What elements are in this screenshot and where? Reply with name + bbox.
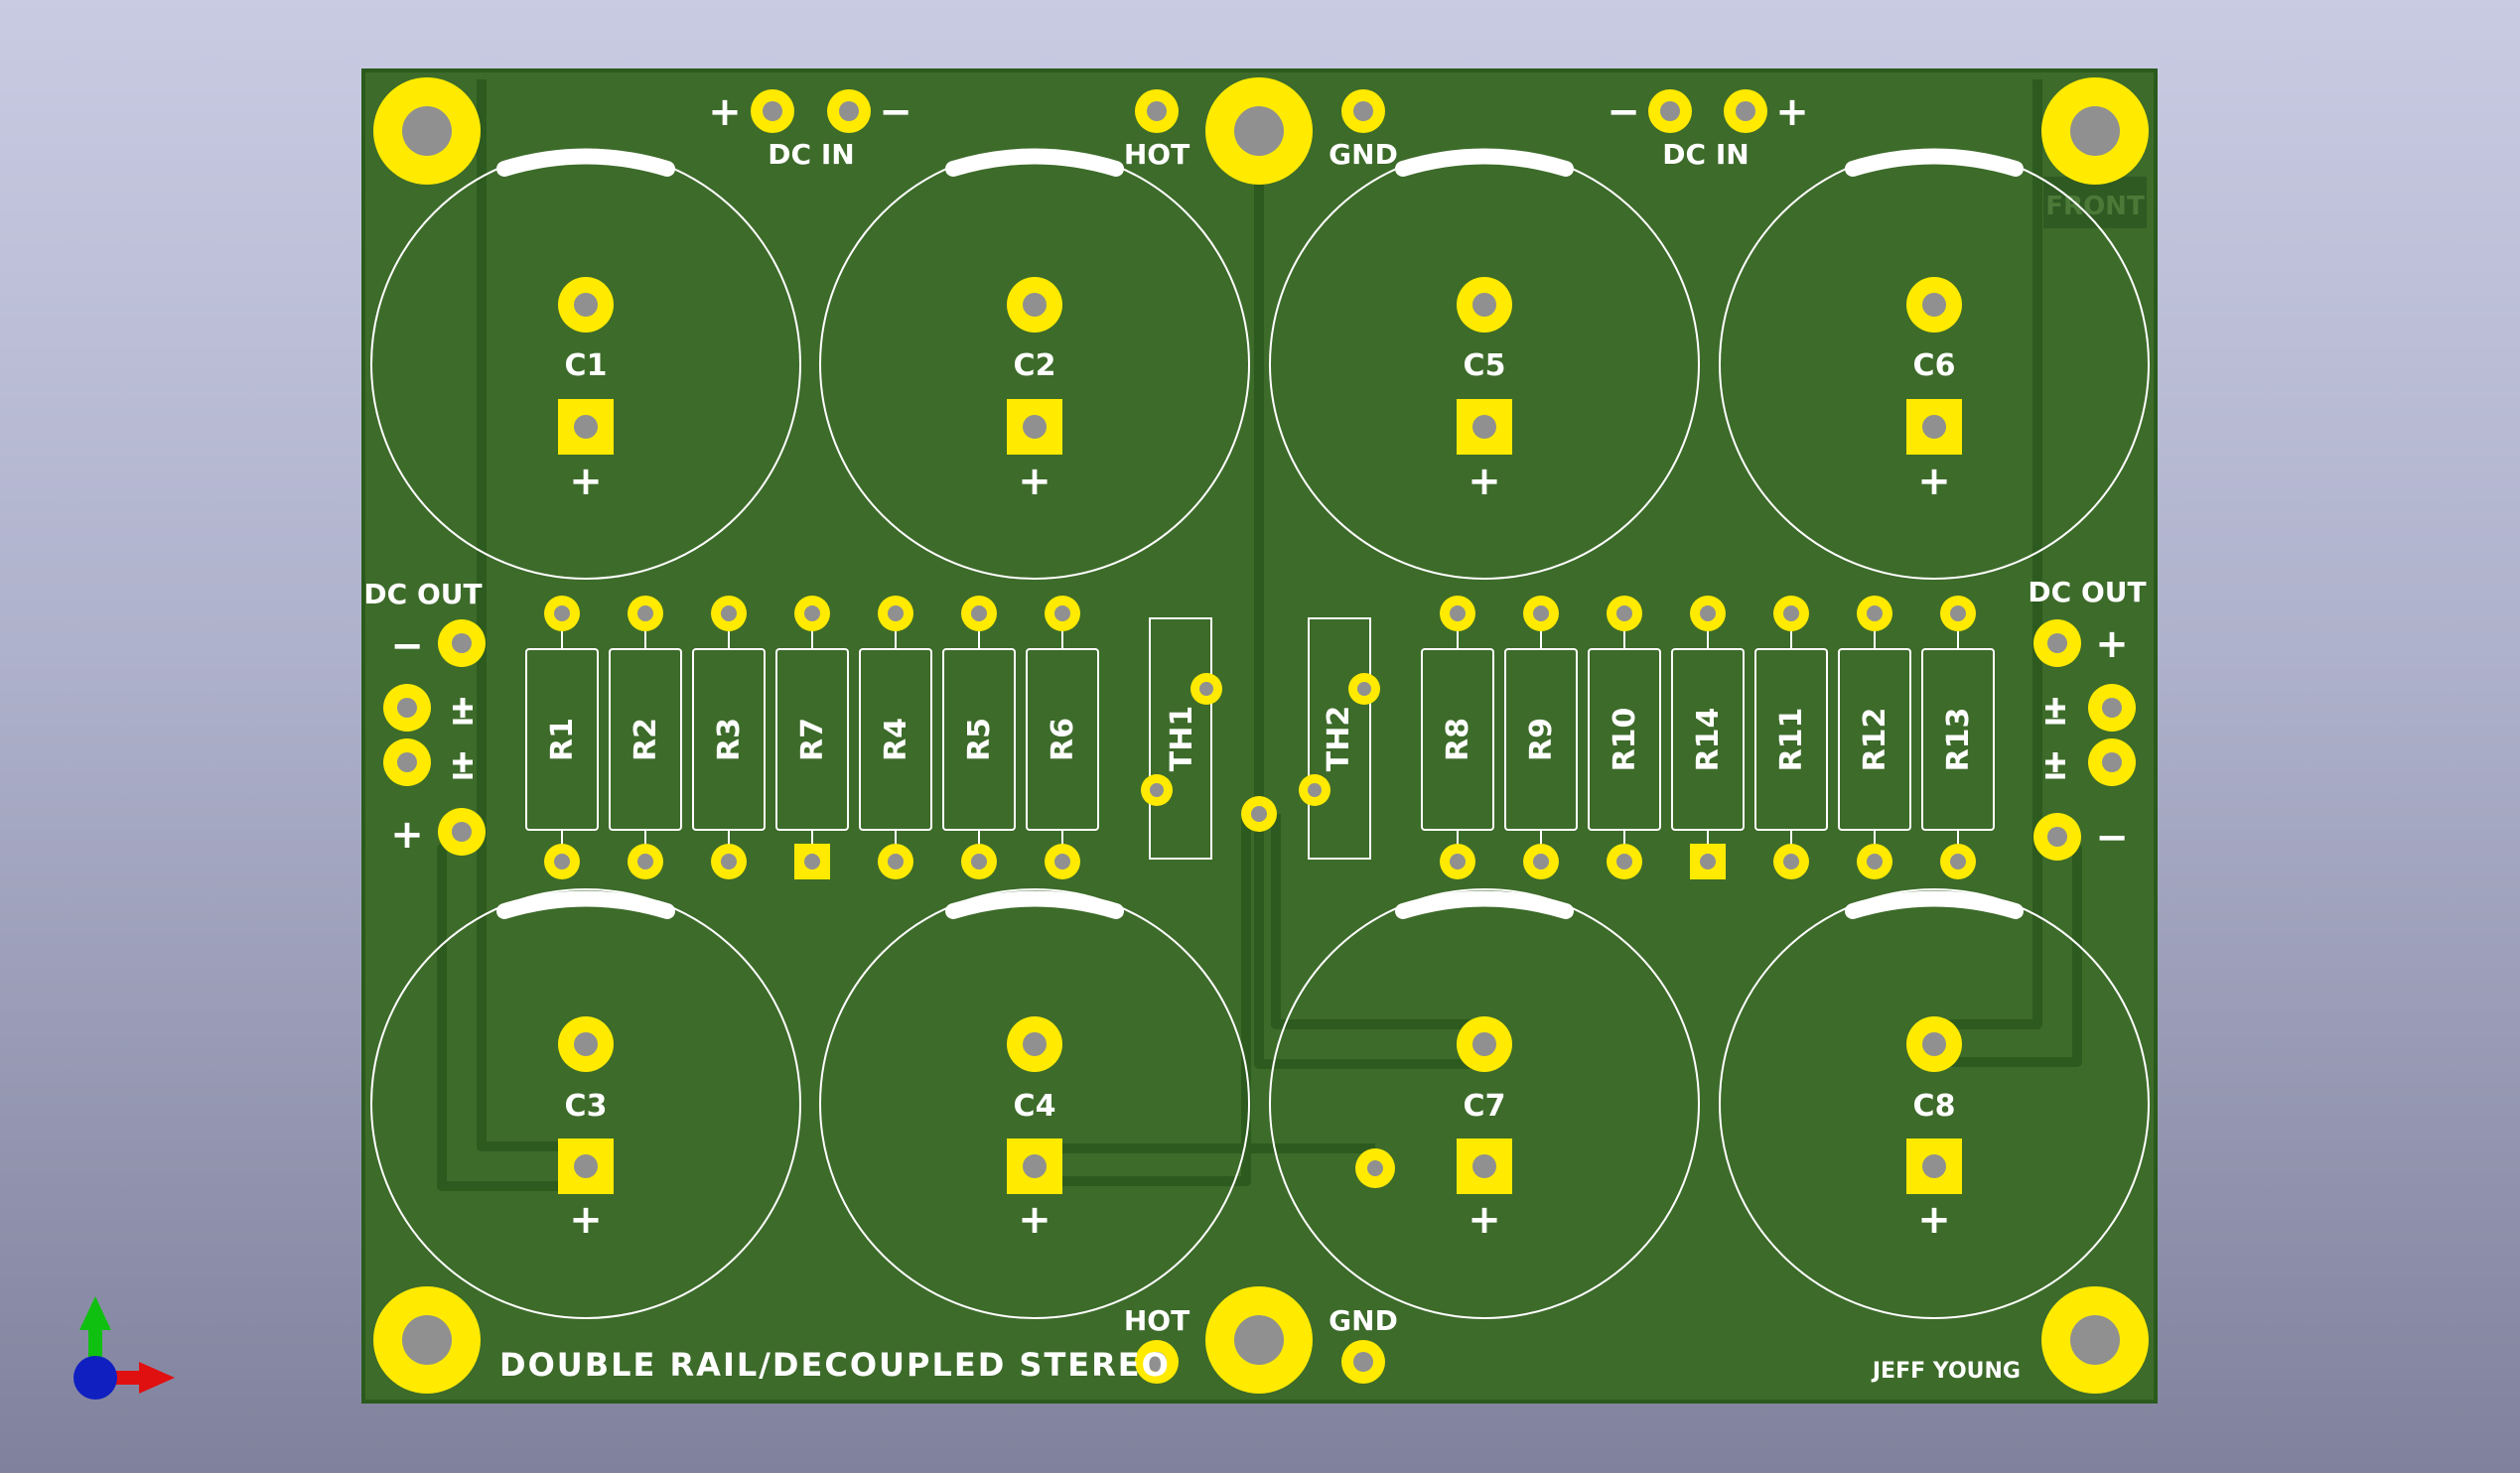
board-author: JEFF YOUNG [1871, 1359, 2021, 1384]
dc-out-left-label: DC OUT [363, 578, 482, 610]
ground-symbol-icon [2045, 698, 2065, 779]
thermistor-label-th2: TH2 [1322, 706, 1356, 771]
gnd-top-label: GND [1329, 138, 1398, 171]
dc-out-left-connector [383, 619, 486, 856]
ground-symbol-icon [453, 698, 473, 779]
front-label: FRONT [2045, 192, 2145, 221]
cap-polarity-plus: + [1018, 1197, 1051, 1243]
cap-polarity-plus: + [1917, 459, 1951, 504]
cap-label-c5: C5 [1464, 348, 1506, 383]
cap-polarity-plus: + [1018, 459, 1051, 504]
bottom-connectors [1135, 1340, 1385, 1384]
cap-label-c4: C4 [1014, 1089, 1056, 1124]
resistor-label-r14: R14 [1691, 708, 1726, 772]
cap-label-c2: C2 [1014, 348, 1056, 383]
cap-polarity-plus: + [569, 1197, 603, 1243]
resistor-label-r4: R4 [879, 718, 913, 761]
cap-polarity-plus: + [1917, 1197, 1951, 1243]
dc-out-right-connector [2033, 619, 2136, 861]
dc-out-left-plus: + [390, 812, 424, 858]
dc-in-right-minus: − [1607, 89, 1640, 135]
dc-out-left-minus: − [390, 623, 424, 669]
cap-polarity-plus: + [1468, 459, 1501, 504]
board-title: DOUBLE RAIL/DECOUPLED STEREO [499, 1346, 1171, 1384]
dc-in-left-minus: − [879, 89, 912, 135]
thermistors [1141, 617, 1395, 1188]
dc-out-right-label: DC OUT [2028, 576, 2146, 608]
cap-label-c1: C1 [565, 348, 608, 383]
resistor-label-r3: R3 [712, 718, 747, 761]
top-connectors [751, 89, 1767, 133]
hot-top-label: HOT [1124, 138, 1190, 171]
gnd-bottom-label: GND [1329, 1304, 1398, 1337]
resistor-label-r2: R2 [629, 718, 663, 761]
cap-label-c6: C6 [1913, 348, 1956, 383]
resistor-label-r12: R12 [1858, 708, 1892, 772]
resistor-label-r10: R10 [1608, 708, 1642, 772]
thermistor-label-th1: TH1 [1165, 706, 1199, 771]
resistor-label-r7: R7 [795, 718, 830, 761]
dc-out-right-plus: + [2095, 621, 2129, 667]
dc-out-right-minus: − [2095, 815, 2129, 861]
resistor-label-r5: R5 [962, 718, 997, 761]
capacitor-pads [558, 277, 1962, 1194]
cap-polarity-plus: + [1468, 1197, 1501, 1243]
mounting-holes [373, 77, 2149, 1394]
resistor-label-r6: R6 [1046, 718, 1080, 761]
hot-bottom-label: HOT [1124, 1304, 1190, 1337]
cap-label-c7: C7 [1464, 1089, 1506, 1124]
resistors-left [525, 596, 1099, 879]
dc-in-left-label: DC IN [768, 138, 854, 171]
cap-polarity-plus: + [569, 459, 603, 504]
cap-label-c3: C3 [565, 1089, 608, 1124]
resistor-label-r8: R8 [1441, 718, 1475, 761]
dc-in-right-label: DC IN [1662, 138, 1749, 171]
cap-label-c8: C8 [1913, 1089, 1956, 1124]
resistor-label-r1: R1 [545, 718, 580, 761]
resistors-right [1421, 596, 1995, 879]
capacitor-polarity-arcs [496, 148, 2024, 919]
resistor-label-r11: R11 [1774, 708, 1809, 772]
dc-in-right-plus: + [1775, 89, 1809, 135]
dc-in-left-plus: + [708, 89, 742, 135]
resistor-label-r9: R9 [1524, 718, 1559, 761]
resistor-label-r13: R13 [1941, 708, 1976, 772]
axes-orientation-icon [73, 1296, 175, 1400]
